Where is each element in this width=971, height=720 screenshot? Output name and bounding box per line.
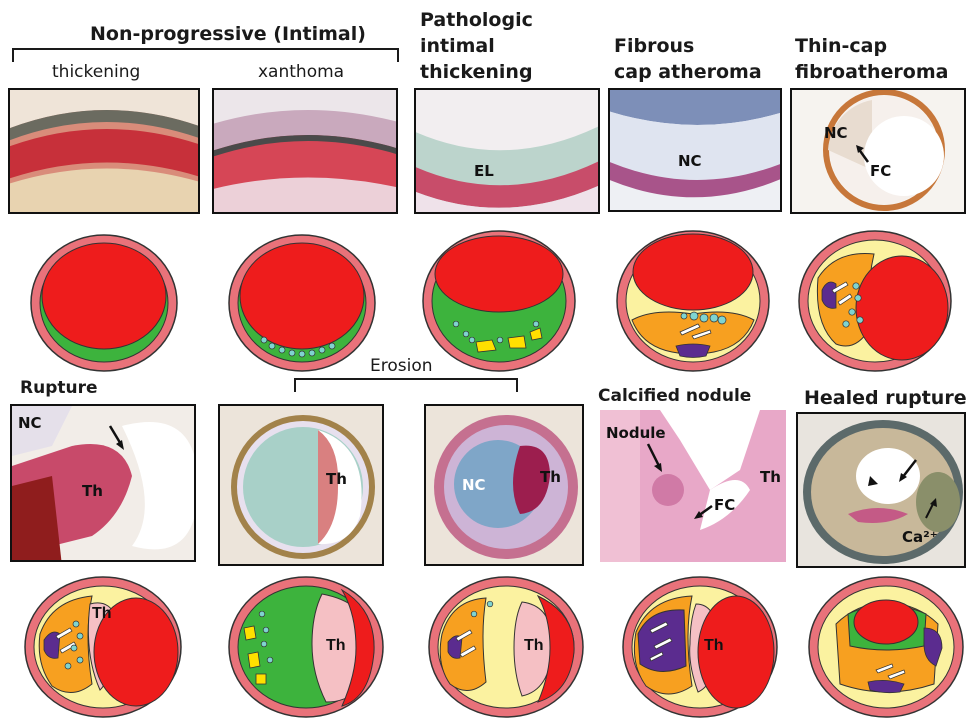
diagram-label-th: Th bbox=[704, 637, 724, 654]
thickening-title: thickening bbox=[52, 62, 140, 82]
arrowhead-icon bbox=[868, 476, 878, 486]
erosion-bracket bbox=[294, 378, 518, 392]
erosion-title: Erosion bbox=[370, 356, 433, 376]
fca-title-line1: Fibrous bbox=[614, 34, 694, 58]
photo-calcified-nodule: Nodule FC Th bbox=[600, 410, 786, 562]
diagram-rupture: Th bbox=[22, 574, 184, 720]
pit-title-line1: Pathologic bbox=[420, 8, 533, 32]
diagram-healed-rupture bbox=[806, 574, 966, 720]
photo-label-el: EL bbox=[474, 162, 494, 180]
diagram-erosion-1: Th bbox=[226, 574, 386, 720]
tcfa-title-line2: fibroatheroma bbox=[795, 60, 948, 84]
photo-pathologic-intimal-thickening: EL bbox=[414, 88, 600, 214]
photo-label-th: Th bbox=[540, 468, 561, 486]
diagram-fibrous-cap-atheroma bbox=[614, 228, 772, 374]
pit-title-line3: thickening bbox=[420, 60, 533, 84]
diagram-pathologic-intimal-thickening bbox=[420, 228, 578, 374]
photo-intimal-thickening bbox=[8, 88, 200, 214]
calcified-nodule-title: Calcified nodule bbox=[598, 386, 751, 406]
photo-rupture: NC Th bbox=[10, 404, 196, 562]
diagram-erosion-2: Th bbox=[426, 574, 586, 720]
tcfa-title-line1: Thin-cap bbox=[795, 34, 887, 58]
non-progressive-title: Non-progressive (Intimal) bbox=[90, 22, 366, 46]
non-progressive-bracket bbox=[12, 48, 399, 62]
photo-thin-cap-fibroatheroma: NC FC bbox=[790, 88, 966, 214]
diagram-label-th: Th bbox=[92, 605, 112, 622]
photo-label-th: Th bbox=[326, 470, 347, 488]
photo-erosion-1: Th bbox=[218, 404, 384, 566]
pit-title-line2: intimal bbox=[420, 34, 495, 58]
xanthoma-title: xanthoma bbox=[258, 62, 344, 82]
diagram-intimal-thickening bbox=[28, 232, 180, 374]
diagram-label-th: Th bbox=[326, 637, 346, 654]
healed-rupture-title: Healed rupture bbox=[804, 386, 967, 410]
fca-title-line2: cap atheroma bbox=[614, 60, 762, 84]
photo-fibrous-cap-atheroma: NC bbox=[608, 88, 782, 212]
diagram-label-th: Th bbox=[524, 637, 544, 654]
photo-healed-rupture: Ca²⁺ bbox=[796, 412, 966, 568]
rupture-title: Rupture bbox=[20, 378, 98, 398]
photo-label-nc: NC bbox=[462, 476, 486, 494]
photo-intimal-xanthoma bbox=[212, 88, 398, 214]
photo-erosion-2: NC Th bbox=[424, 404, 584, 566]
photo-label-nc: NC bbox=[678, 152, 702, 170]
diagram-calcified-nodule: Th bbox=[620, 574, 780, 720]
diagram-intimal-xanthoma bbox=[226, 232, 378, 374]
diagram-thin-cap-fibroatheroma bbox=[796, 228, 954, 374]
